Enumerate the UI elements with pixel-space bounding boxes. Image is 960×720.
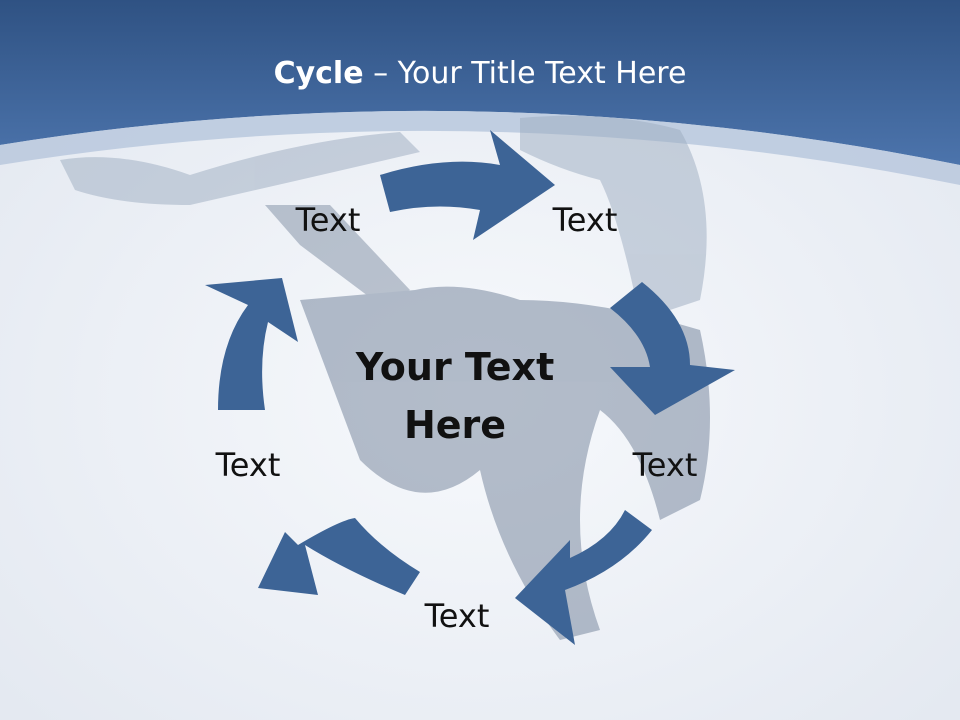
cycle-label-5: Text [215, 446, 281, 484]
center-text: Your Text Here [355, 345, 555, 447]
cycle-arrow-icon [610, 282, 735, 415]
header-swoosh [0, 110, 960, 185]
cycle-label-2: Text [552, 201, 618, 239]
title-bold: Cycle [273, 56, 364, 91]
cycle-label-3: Text [632, 446, 698, 484]
cycle-arrow-icon [380, 130, 555, 240]
cycle-label-4: Text [424, 597, 490, 635]
dancer-photo [60, 115, 710, 640]
title-rest: – Your Title Text Here [363, 56, 687, 91]
cycle-arrows [205, 130, 735, 645]
header-band [0, 0, 960, 165]
cycle-label-1: Text [295, 201, 361, 239]
cycle-arrow-icon [515, 510, 652, 645]
cycle-arrow-icon [205, 278, 298, 410]
cycle-arrow-icon [258, 518, 420, 595]
slide-title: Cycle – Your Title Text Here [0, 52, 960, 96]
